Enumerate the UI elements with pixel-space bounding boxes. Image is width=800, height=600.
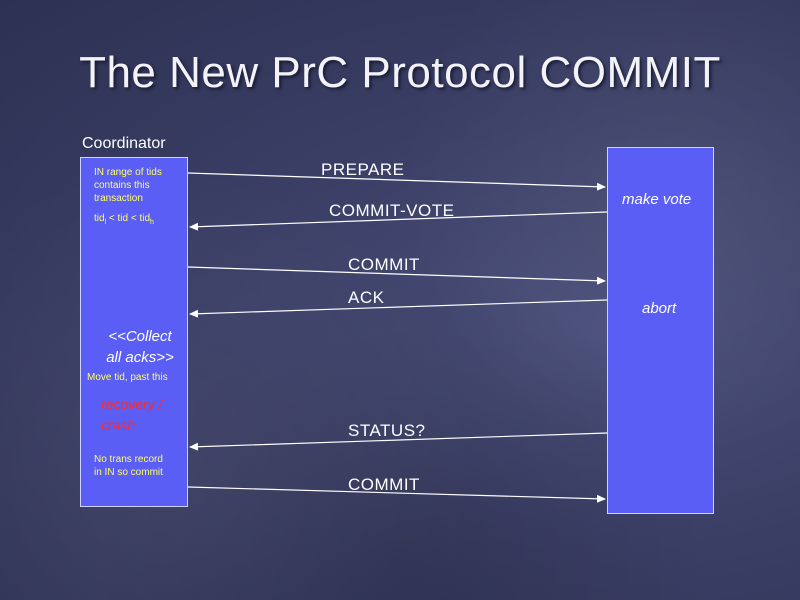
collect-line-1: <<Collect [108,328,172,345]
no-trans-note: No trans record in IN so commit [94,453,163,479]
coordinator-label: Coordinator [82,135,166,152]
arrow-prepare [187,172,606,191]
tid-mid: < tid < tid [106,213,151,224]
in-range-note-line-1: IN range of tids [94,167,162,178]
tid-prefix: tid [94,213,105,224]
arrow-status [189,432,608,451]
tid-range-note: tidl < tid < tidh [94,212,154,229]
arrow-commit-vote [189,211,608,231]
arrow-commit-2 [187,486,606,503]
participant-box [607,147,714,514]
recovery-line-1: recovery / [101,396,163,412]
msg-prepare: PREPARE [321,160,405,179]
coordinator-box [80,157,188,507]
slide-title: The New PrC Protocol COMMIT [79,48,721,97]
msg-commit-2: COMMIT [348,475,420,494]
collect-acks-note: <<Collect all acks>> [95,326,185,368]
move-tid-note: Move tid, past this [87,372,168,383]
msg-commit-1: COMMIT [348,255,420,274]
tid-sub-l: l [104,219,107,226]
recovery-crash-note: recovery / crash [101,394,162,436]
msg-commit-vote: COMMIT-VOTE [329,201,455,220]
abort-label: abort [642,300,677,317]
msg-status: STATUS? [348,421,426,440]
in-range-note-line-2: contains this [94,180,150,191]
collect-line-2: all acks>> [106,349,174,366]
recovery-line-2: crash [101,417,136,433]
in-range-note: IN range of tids contains this transacti… [94,166,162,205]
make-vote-label: make vote [622,191,692,208]
msg-ack: ACK [348,288,385,307]
no-trans-line-2: in IN so commit [94,467,163,478]
arrow-commit-1 [187,266,606,285]
no-trans-line-1: No trans record [94,454,163,465]
arrow-ack [189,299,608,318]
tid-sub-h: h [150,219,154,226]
in-range-note-line-3: transaction [94,193,143,204]
